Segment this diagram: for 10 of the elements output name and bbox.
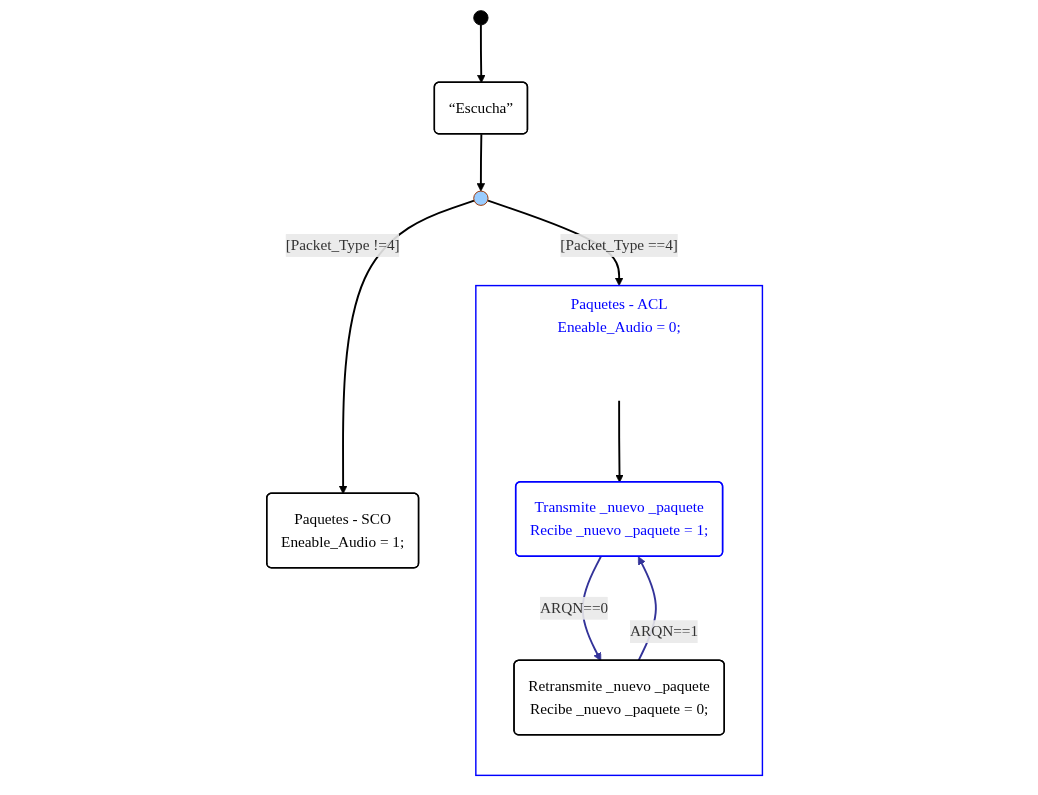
edge-label: [Packet_Type !=4] [286, 236, 401, 253]
arrow [339, 199, 476, 494]
arrow [477, 23, 486, 83]
arrow [477, 132, 486, 191]
node-circle [473, 190, 489, 206]
edge-label: [Packet_Type ==4] [560, 236, 679, 253]
edge-label: ARQN==1 [630, 622, 699, 639]
node-circle [473, 9, 489, 25]
edge-label: ARQN==0 [540, 599, 609, 616]
arrow [615, 399, 625, 483]
